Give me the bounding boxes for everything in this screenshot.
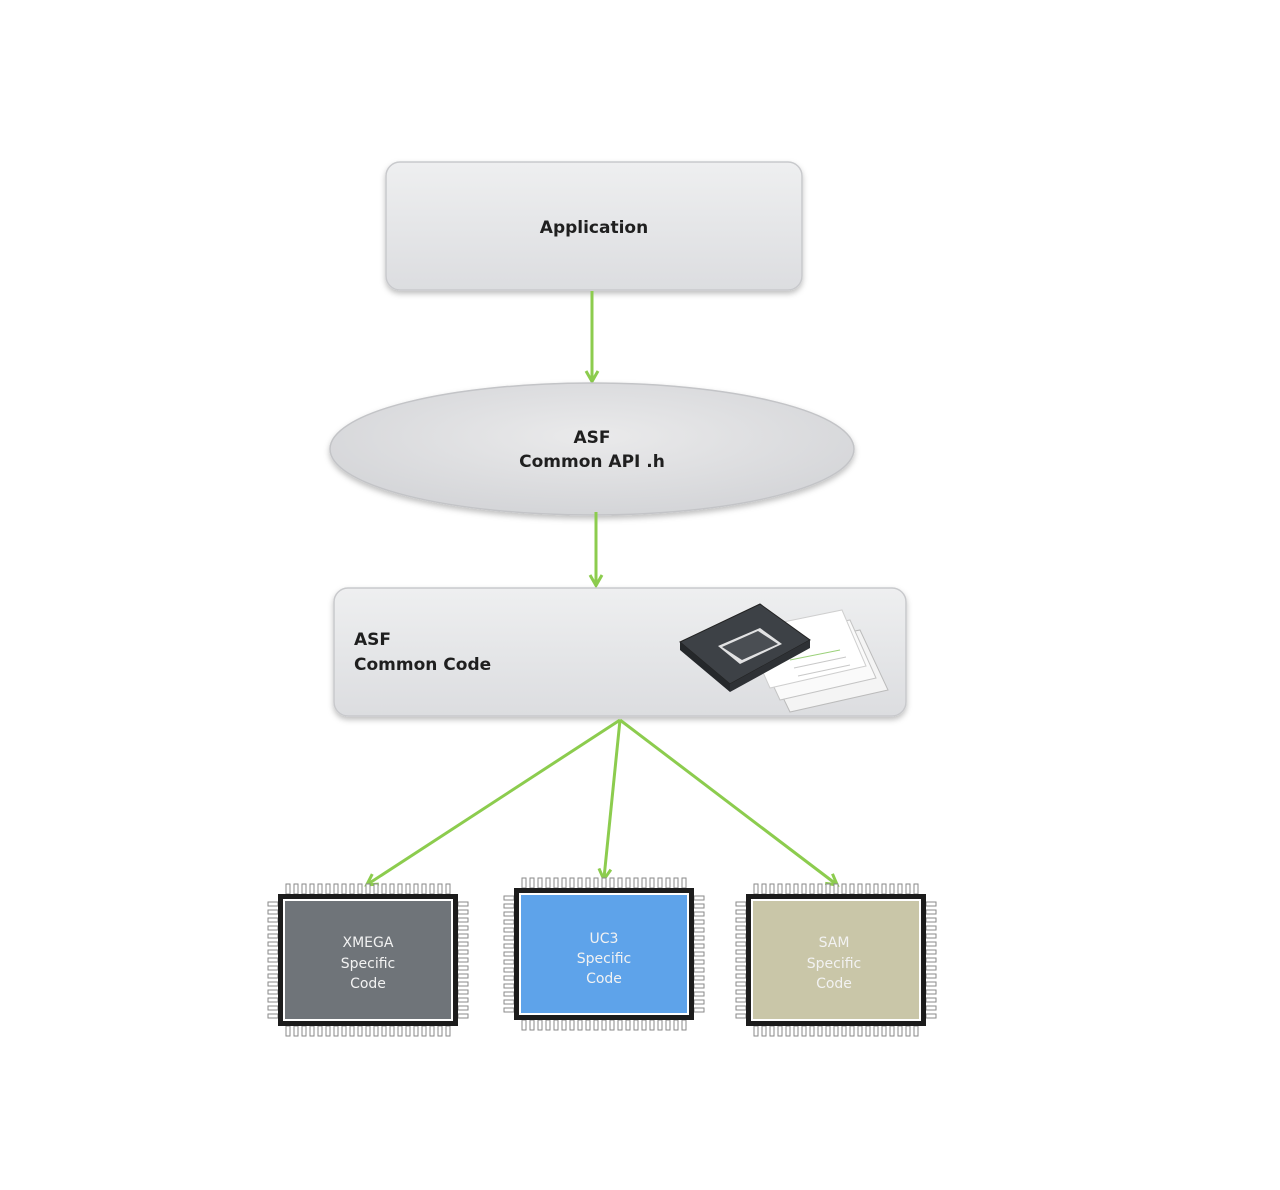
application-label: Application: [540, 218, 648, 238]
uc3-chip-label-line3: Code: [586, 971, 622, 987]
chip-body: [283, 899, 453, 1021]
sam-chip-label-line2: Specific: [807, 956, 862, 972]
sam-chip-label-line3: Code: [816, 976, 852, 992]
chip-body: [751, 899, 921, 1021]
arrow-to-sam: [619, 718, 840, 887]
common-code-box: ASF Common Code: [333, 587, 907, 717]
arrow-to-uc3: [597, 719, 622, 883]
sam-chip: [735, 883, 937, 1037]
sam-chip-label-line1: SAM: [819, 935, 850, 951]
xmega-chip: [267, 883, 469, 1037]
common-code-label-line1: ASF: [354, 630, 391, 650]
chip-documents-illustration: [679, 603, 889, 713]
xmega-chip-label-line1: XMEGA: [343, 935, 394, 951]
application-box: Application: [385, 161, 803, 291]
uc3-chip: [503, 877, 705, 1031]
arrow-to-xmega: [364, 718, 621, 887]
chip-pins: [735, 883, 937, 1037]
common-code-label-line2: Common Code: [354, 655, 491, 675]
xmega-chip-label-line2: Specific: [341, 956, 396, 972]
chip-body: [519, 893, 689, 1015]
api-label-line1: ASF: [573, 428, 610, 448]
chip-package: [679, 603, 811, 692]
uc3-chip-label-line2: Specific: [577, 951, 632, 967]
uc3-chip-label-line1: UC3: [590, 931, 619, 947]
api-label-line2: Common API .h: [519, 452, 665, 472]
xmega-chip-label-line3: Code: [350, 976, 386, 992]
common-api-ellipse: ASF Common API .h: [329, 382, 855, 516]
